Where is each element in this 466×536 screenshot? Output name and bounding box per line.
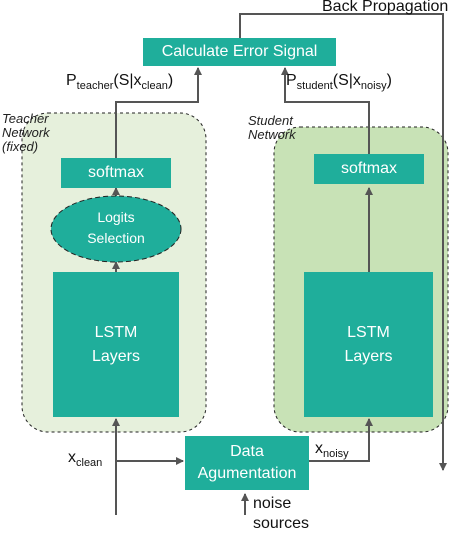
back-propagation-arrow [239,13,447,471]
student-softmax-box: softmax [314,154,424,184]
logits-selection-ellipse [50,195,182,263]
noise-sources-label: noise sources [253,495,310,532]
teacher-softmax-to-error-arrow [115,67,202,158]
back-propagation-label: Back Propagation [322,0,449,15]
calculate-error-signal-box: Calculate Error Signal [143,38,336,66]
student-lstm-box: LSTM Layers [304,272,433,417]
p-teacher-label: Pteacher(S|xclean) [66,72,174,93]
logits-selection-label: Logits Selection [87,209,145,246]
student-network-label: Student Network [248,113,296,142]
teacher-lstm-box: LSTM Layers [53,272,179,417]
data-augmentation-box: Data Agumentation [185,436,309,490]
teacher-softmax-box: softmax [61,158,171,188]
augmentation-to-student-lstm-arrow [309,418,373,462]
student-softmax-to-error-arrow [281,67,370,154]
teacher-network-label: Teacher Network (fixed) [2,111,50,154]
x-clean-label: xclean [68,449,103,470]
x-noisy-label: xnoisy [315,440,349,461]
p-student-label: Pstudent(S|xnoisy) [286,72,392,93]
